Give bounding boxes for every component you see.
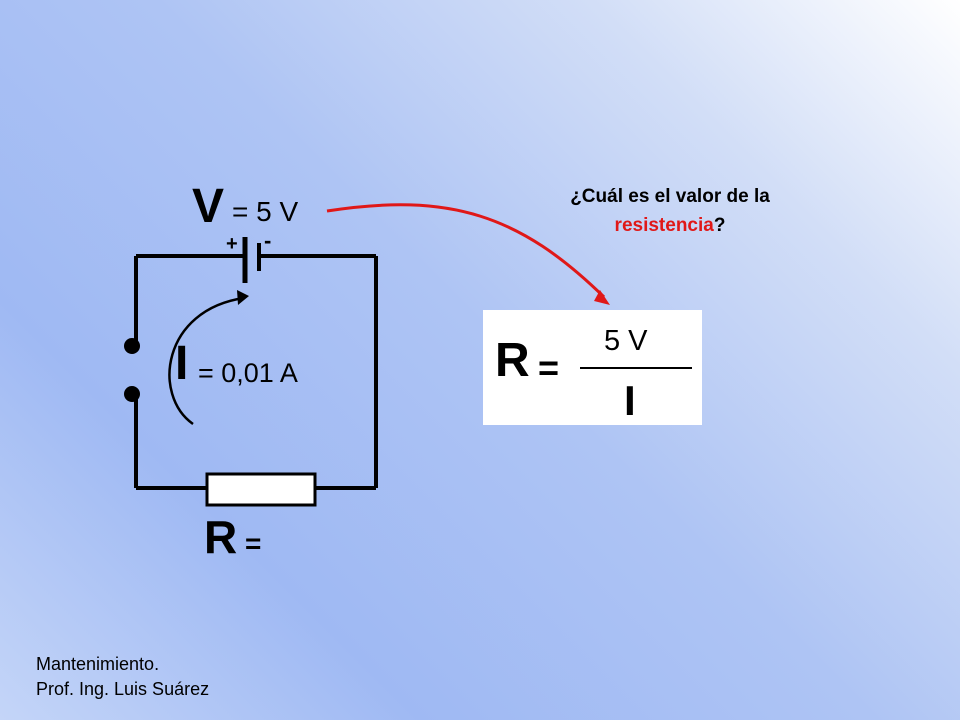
voltage-symbol: V bbox=[192, 180, 225, 233]
question-line: ¿Cuál es el valor de la bbox=[570, 186, 770, 207]
formula-box: R = 5 V I bbox=[483, 310, 702, 425]
formula-equals: = bbox=[538, 347, 560, 388]
formula-lhs: R bbox=[495, 334, 530, 387]
current-flow-arrow bbox=[168, 296, 245, 426]
question-arrow bbox=[326, 203, 606, 299]
resistance-equals: = bbox=[245, 528, 262, 559]
footer-credit: Mantenimiento. Prof. Ing. Luis Suárez bbox=[36, 652, 209, 702]
footer-subject: Mantenimiento. bbox=[36, 654, 160, 674]
question-mark: ? bbox=[713, 215, 726, 236]
question-highlight: resistencia bbox=[614, 215, 714, 236]
question-arrow-head bbox=[594, 290, 610, 305]
battery-minus-sign: - bbox=[264, 228, 272, 253]
current-value: = 0,01 A bbox=[198, 358, 298, 388]
resistor bbox=[205, 472, 317, 507]
battery-plus-sign: + bbox=[226, 233, 238, 255]
current-symbol: I bbox=[175, 337, 189, 390]
formula-numerator: 5 V bbox=[604, 325, 648, 357]
fraction-bar bbox=[580, 367, 692, 369]
terminal-top bbox=[124, 338, 140, 354]
voltage-value: = 5 V bbox=[232, 196, 299, 227]
resistance-symbol: R bbox=[204, 511, 238, 563]
formula-denominator: I bbox=[624, 377, 636, 424]
terminal-bottom bbox=[124, 386, 140, 402]
footer-author: Prof. Ing. Luis Suárez bbox=[36, 679, 210, 699]
current-arrow-head bbox=[237, 290, 249, 305]
question-text: ¿Cuál es el valor de la resistencia? bbox=[500, 182, 840, 240]
